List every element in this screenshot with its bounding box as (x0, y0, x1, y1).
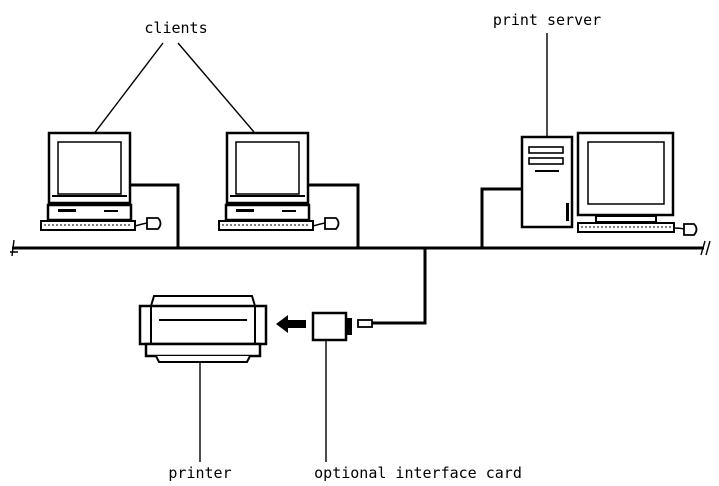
cable-print-server (480, 187, 522, 248)
print-server (520, 131, 698, 236)
label-clients: clients (144, 19, 207, 37)
label-interface-card: optional interface card (314, 464, 522, 482)
interface-card-icon (311, 311, 373, 342)
cable-client-right (300, 183, 360, 248)
callout-lines (92, 33, 548, 462)
bus-break-left (10, 239, 18, 257)
network-cables (130, 183, 522, 325)
mouse-icon (312, 217, 340, 230)
callout-client-right (177, 42, 255, 133)
arrow-left-icon (276, 315, 306, 333)
bus-break-right (700, 240, 711, 256)
mouse-icon (673, 223, 698, 236)
mouse-icon (134, 217, 162, 230)
computer-icon (576, 131, 675, 233)
client-computer-right (218, 131, 340, 231)
label-print-server: print server (493, 11, 601, 29)
callout-client-left (92, 42, 164, 136)
printer (138, 295, 268, 363)
client-computer-left (40, 131, 162, 231)
computer-icon (218, 131, 314, 231)
label-printer: printer (168, 464, 231, 482)
computer-icon (40, 131, 136, 231)
network-bus (10, 239, 711, 257)
tower-icon (520, 135, 574, 229)
cable-printer (372, 248, 427, 325)
printer-icon (138, 295, 268, 363)
cable-client-left (130, 183, 180, 248)
interface-card (311, 311, 373, 342)
